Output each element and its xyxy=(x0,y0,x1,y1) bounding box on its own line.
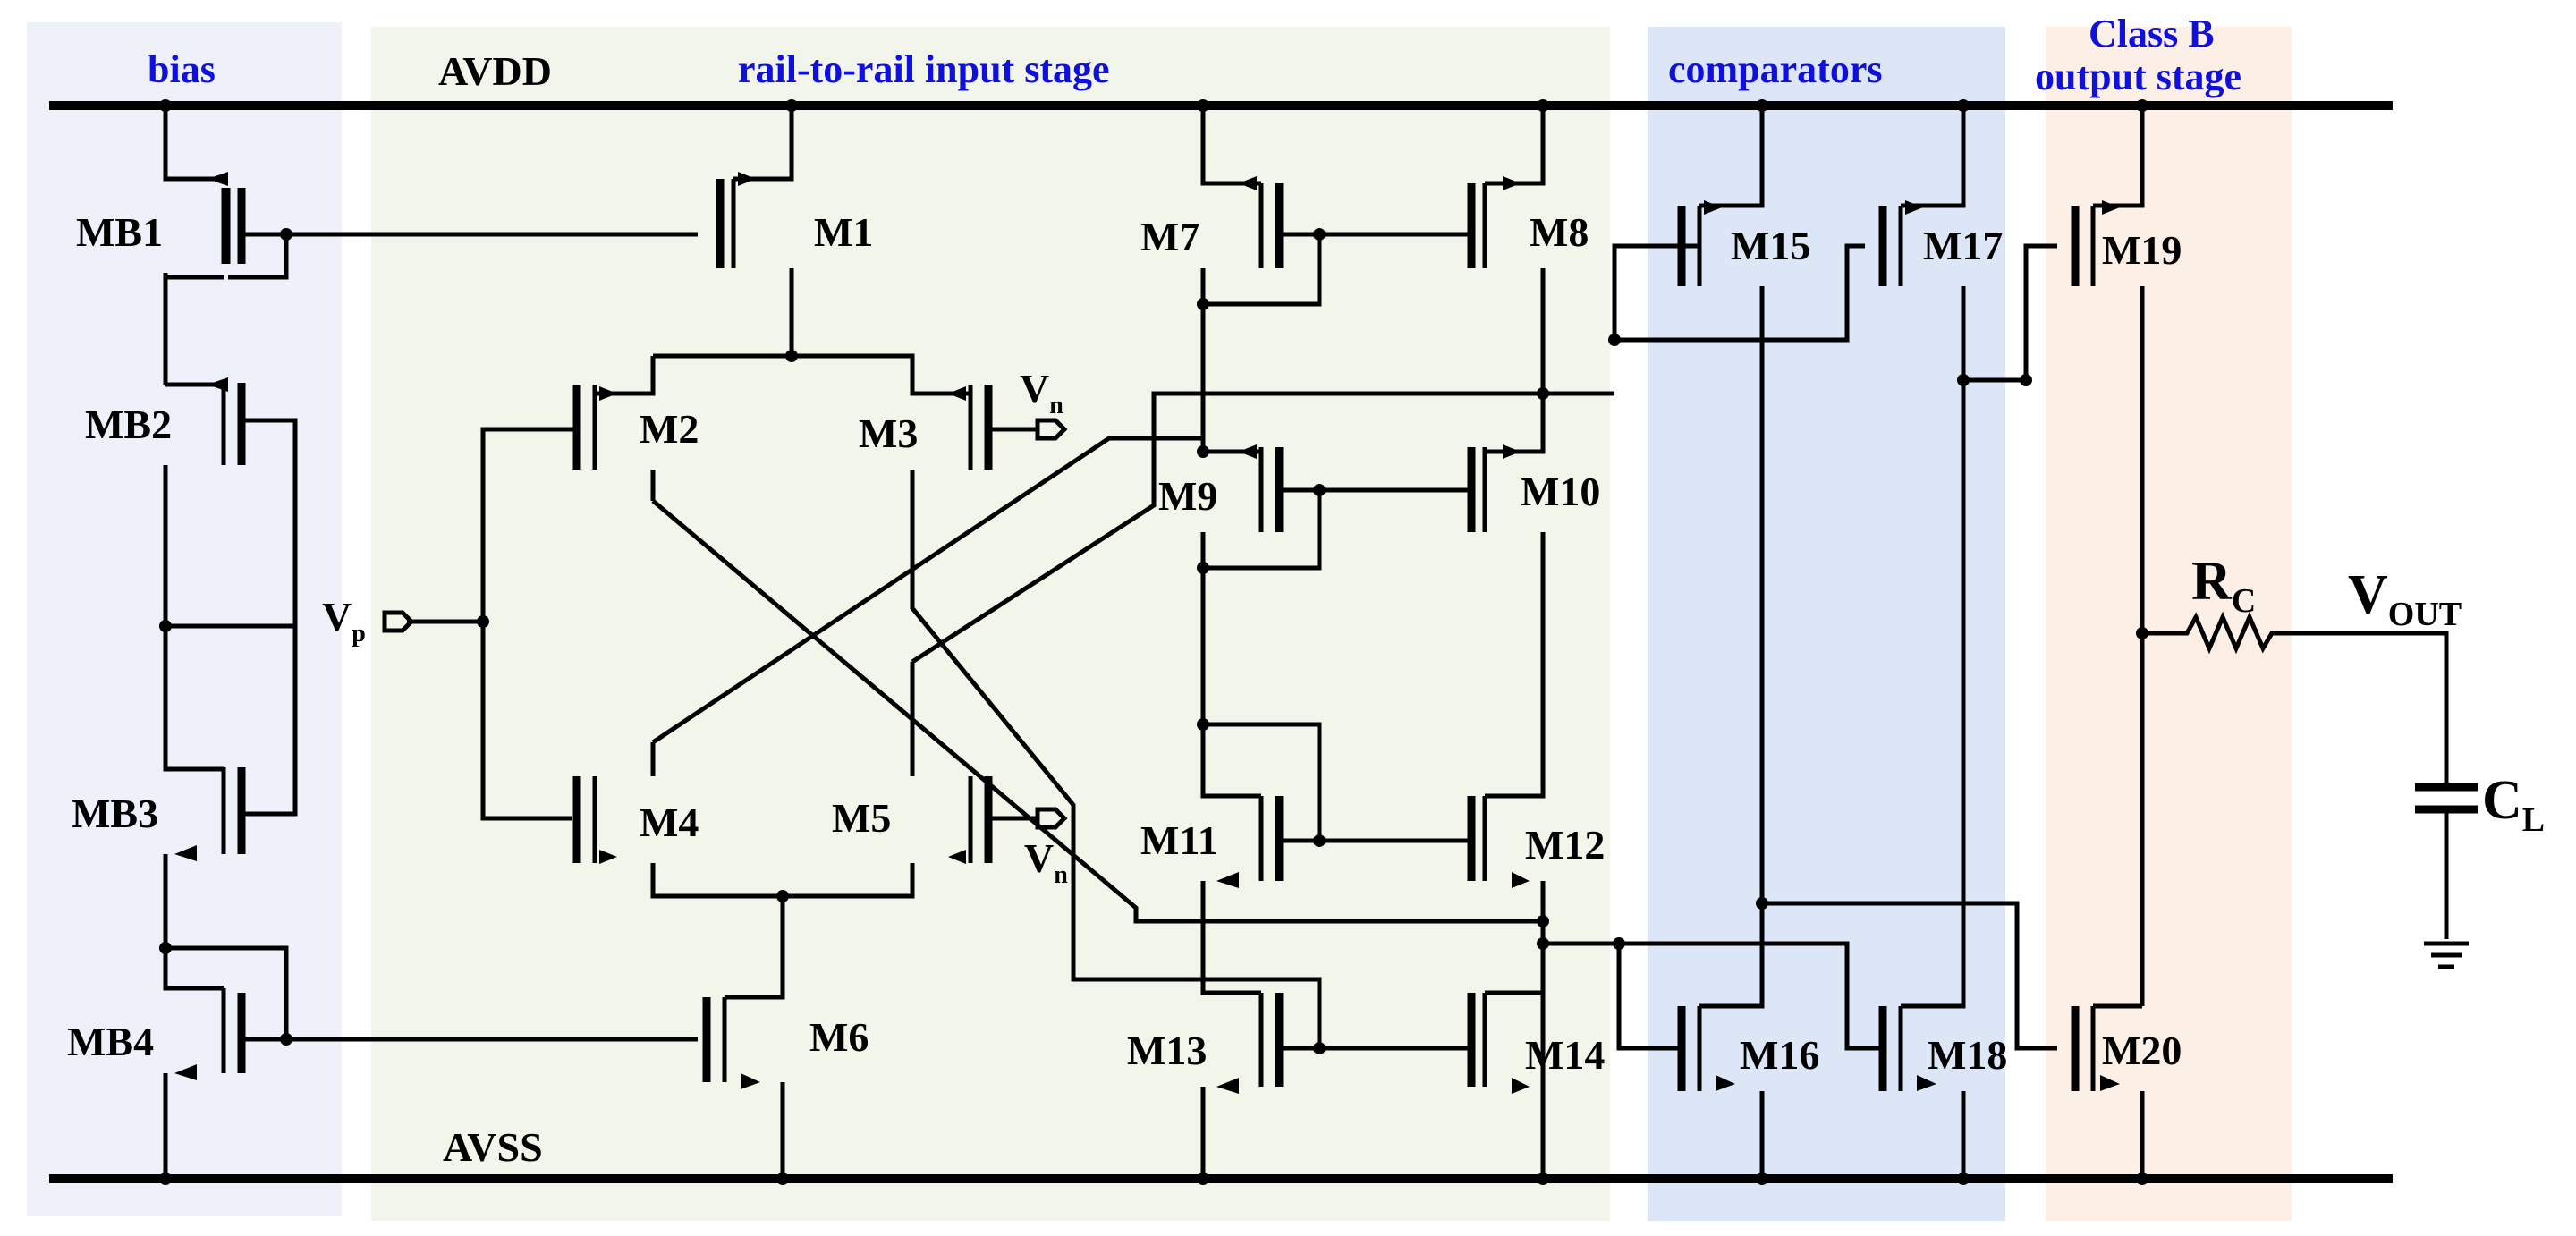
label-m8: M8 xyxy=(1530,209,1589,255)
transistor-m7 xyxy=(1200,106,1322,307)
label-m6: M6 xyxy=(809,1014,869,1060)
label-m19: M19 xyxy=(2102,227,2182,273)
label-m2: M2 xyxy=(640,406,699,452)
label-m10: M10 xyxy=(1521,469,1600,514)
section-title-output-line2: output stage xyxy=(2035,55,2241,98)
section-title-comparators: comparators xyxy=(1668,47,1883,91)
label-mb2: MB2 xyxy=(85,402,172,447)
cl-label: CL xyxy=(2482,770,2545,839)
transistor-m18 xyxy=(1619,380,2057,1179)
transistor-mb3 xyxy=(163,626,298,948)
transistor-m6 xyxy=(702,896,785,1179)
transistor-m16 xyxy=(1677,903,1765,1179)
label-m16: M16 xyxy=(1740,1032,1819,1078)
resistor-rc xyxy=(2142,611,2449,783)
comparators-section-bg xyxy=(1648,27,2005,1221)
transistor-m15 xyxy=(1612,106,1865,903)
ground-icon xyxy=(2424,941,2469,969)
transistor-m8 xyxy=(1467,106,1546,394)
label-m11: M11 xyxy=(1140,817,1218,863)
label-m18: M18 xyxy=(1928,1032,2007,1078)
transistor-m20 xyxy=(2071,1003,2145,1179)
label-m13: M13 xyxy=(1127,1028,1207,1073)
avss-label: AVSS xyxy=(443,1124,543,1170)
transistor-mb4 xyxy=(163,945,698,1179)
label-m20: M20 xyxy=(2102,1028,2182,1073)
label-m3: M3 xyxy=(859,411,918,456)
label-m9: M9 xyxy=(1158,473,1217,519)
vp-label: Vp xyxy=(322,594,366,648)
label-mb1: MB1 xyxy=(76,209,163,255)
section-title-bias: bias xyxy=(148,47,216,91)
transistor-m14 xyxy=(1467,990,1546,1179)
transistor-m3 xyxy=(910,385,1068,501)
input-stage-section-bg xyxy=(371,27,1610,1221)
transistor-m11 xyxy=(1200,724,1284,995)
vout-label: VOUT xyxy=(2348,564,2462,633)
label-m1: M1 xyxy=(814,209,873,255)
bias-section-bg xyxy=(27,22,342,1216)
avdd-label: AVDD xyxy=(438,48,552,94)
label-m5: M5 xyxy=(832,795,891,841)
label-mb3: MB3 xyxy=(72,791,158,836)
transistor-m2 xyxy=(480,385,656,622)
label-m4: M4 xyxy=(640,800,699,845)
capacitor-cl xyxy=(2415,783,2478,939)
section-title-output-line1: Class B xyxy=(2089,12,2215,55)
transistor-mb2 xyxy=(163,377,298,629)
label-m17: M17 xyxy=(1923,223,2003,268)
vn-label-bottom: Vn xyxy=(1024,835,1068,889)
label-m12: M12 xyxy=(1525,822,1605,868)
transistor-m19 xyxy=(2071,106,2145,1006)
vn-label-top: Vn xyxy=(1020,366,1063,419)
label-mb4: MB4 xyxy=(67,1019,154,1064)
transistor-m13 xyxy=(1200,977,1322,1179)
junction-dots xyxy=(159,99,2148,1185)
label-m7: M7 xyxy=(1140,214,1199,259)
label-m14: M14 xyxy=(1525,1032,1605,1078)
section-title-input-stage: rail-to-rail input stage xyxy=(738,47,1110,91)
rc-label: RC xyxy=(2191,551,2256,620)
transistor-m1 xyxy=(716,106,794,356)
label-m15: M15 xyxy=(1731,223,1810,268)
